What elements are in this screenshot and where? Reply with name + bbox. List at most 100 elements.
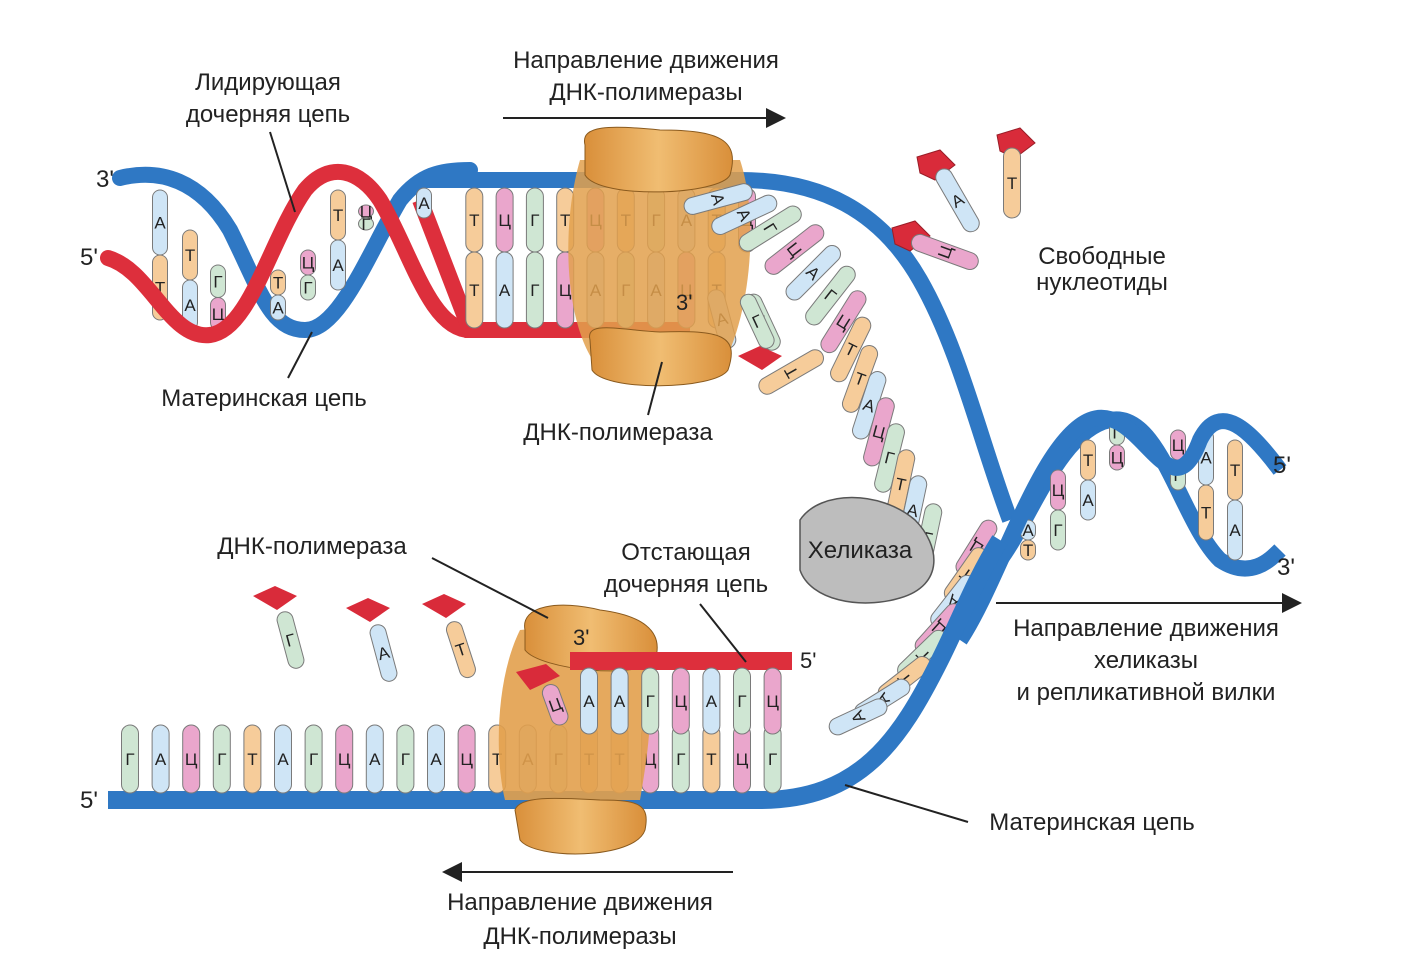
fork-lower-base-adenine: А — [828, 698, 888, 736]
svg-text:Ц: Ц — [302, 254, 315, 273]
svg-text:Т: Т — [1023, 541, 1033, 560]
svg-text:А: А — [614, 692, 626, 711]
top-helix-base-guanine: Г — [300, 274, 316, 301]
right-helix-base-guanine: Г — [1050, 509, 1066, 551]
polymerase-direction-top: Направление движения ДНК-полимеразы — [503, 47, 786, 128]
bottom-mother-base-adenine: А — [151, 724, 170, 794]
end-label-3prime-top-left: 3' — [96, 166, 114, 193]
svg-text:Ц: Ц — [1172, 436, 1185, 455]
helicase-label: Хеликаза — [808, 537, 913, 564]
fork-upper-base-thymine: Т — [830, 316, 872, 383]
svg-text:А: А — [499, 281, 511, 300]
free-nucleotide-adenine: А — [369, 624, 398, 682]
free-nucleotide-adenine: А — [935, 168, 980, 233]
svg-text:Ц: Ц — [338, 750, 351, 769]
leading-strand-label: Лидирующая дочерняя цепь — [186, 69, 350, 213]
svg-text:А: А — [1229, 521, 1241, 540]
top-helix-base-thymine: Т — [330, 189, 346, 241]
mother-strand-top — [420, 172, 1018, 523]
svg-text:А: А — [583, 692, 595, 711]
lagging-base-adenine: А — [702, 667, 721, 735]
helicase: Хеликаза — [799, 496, 935, 604]
bottom-mother-base-guanine: Г — [671, 724, 690, 794]
fork-upper-base-cytosine: Ц — [820, 290, 867, 354]
bottom-mother-base-guanine: Г — [396, 724, 415, 794]
fork-upper-base-thymine: Т — [841, 344, 879, 413]
svg-text:Г: Г — [125, 750, 134, 769]
svg-text:Т: Т — [469, 281, 479, 300]
right-helix-base-adenine: А — [1080, 479, 1096, 521]
svg-text:Материнская цепь: Материнская цепь — [989, 809, 1195, 836]
polymerase-top-label: ДНК-полимераза — [523, 361, 713, 446]
svg-text:дочерняя цепь: дочерняя цепь — [604, 571, 768, 598]
bottom-mother-base-guanine: Г — [763, 724, 782, 794]
lagging-base-guanine: Г — [641, 667, 660, 735]
top-lower-base-adenine: А — [495, 251, 514, 329]
end-label-5prime-right: 5' — [1273, 452, 1291, 479]
incoming-lagging-base-cytosine: Ц — [541, 683, 569, 726]
svg-text:Г: Г — [530, 211, 539, 230]
top-helix-base-cytosine: Ц — [358, 202, 374, 221]
svg-text:Отстающая: Отстающая — [621, 539, 751, 566]
svg-text:А: А — [184, 296, 196, 315]
phosphate-group — [253, 586, 297, 610]
svg-text:Ц: Ц — [212, 305, 225, 324]
svg-text:ДНК-полимераза: ДНК-полимераза — [217, 533, 407, 560]
fork-upper-base-adenine: А — [683, 183, 753, 215]
svg-text:Г: Г — [217, 750, 226, 769]
top-helix-base-thymine: Т — [270, 269, 286, 296]
svg-text:Т: Т — [560, 211, 570, 230]
top-helix-base-adenine: А — [330, 239, 346, 291]
svg-text:Ц: Ц — [460, 750, 473, 769]
svg-text:Т: Т — [333, 206, 343, 225]
svg-text:Свободные: Свободные — [1038, 243, 1166, 270]
right-helix-base-cytosine: Ц — [1050, 469, 1066, 511]
top-helix-base-adenine: А — [270, 294, 286, 321]
svg-text:Т: Т — [894, 474, 908, 495]
svg-text:Направление движения: Направление движения — [1013, 615, 1279, 642]
leading-3prime-label: 3' — [676, 290, 692, 315]
right-helix-base-thymine: Т — [1080, 439, 1096, 481]
svg-text:А: А — [369, 750, 381, 769]
svg-text:Т: Т — [273, 274, 283, 293]
right-helix-base-adenine: А — [1227, 499, 1243, 561]
bottom-mother-base-thymine: Т — [702, 724, 721, 794]
lagging-base-cytosine: Ц — [763, 667, 782, 735]
top-helix-base-adenine: А — [152, 189, 168, 256]
end-label-5prime-top-left: 5' — [80, 244, 98, 271]
right-helix-base-cytosine: Ц — [1170, 429, 1186, 461]
top-upper-base-adenine: А — [416, 187, 432, 219]
svg-text:Ц: Ц — [644, 750, 657, 769]
top-upper-base-thymine: Т — [465, 187, 484, 253]
mother-strand-top-helix — [112, 162, 478, 339]
phosphate-group — [422, 594, 466, 618]
svg-text:Г: Г — [530, 281, 539, 300]
bottom-mother-base-guanine: Г — [212, 724, 231, 794]
svg-text:Ц: Ц — [559, 281, 572, 300]
lagging-base-adenine: А — [580, 667, 598, 735]
svg-text:Ц: Ц — [675, 692, 688, 711]
right-helix-base-thymine: Т — [1227, 439, 1243, 501]
phosphate-group — [346, 598, 390, 622]
svg-text:А: А — [1082, 491, 1094, 510]
free-nucleotide-thymine: Т — [445, 621, 476, 679]
svg-text:Ц: Ц — [498, 211, 511, 230]
phosphate-group — [738, 346, 782, 370]
svg-text:Т: Т — [1201, 504, 1211, 523]
svg-text:Ц: Ц — [766, 692, 779, 711]
free-nucleotide-guanine: Г — [739, 293, 775, 349]
svg-text:хеликазы: хеликазы — [1094, 647, 1198, 674]
svg-text:А: А — [430, 750, 442, 769]
top-helix-base-cytosine: Ц — [300, 249, 316, 276]
bottom-mother-base-guanine: Г — [304, 724, 323, 794]
svg-text:Т: Т — [1230, 461, 1240, 480]
top-upper-base-cytosine: Ц — [495, 187, 514, 253]
svg-text:Материнская цепь: Материнская цепь — [161, 385, 367, 412]
fork-upper-base-cytosine: Ц — [764, 224, 825, 275]
svg-text:А: А — [418, 194, 430, 213]
lagging-base-cytosine: Ц — [671, 667, 690, 735]
direction-top-line1: Направление движения — [513, 47, 779, 74]
